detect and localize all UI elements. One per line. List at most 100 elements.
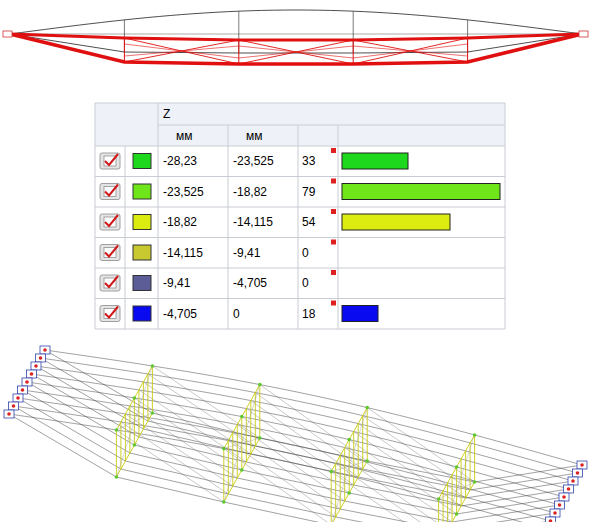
vertical-member	[358, 424, 359, 477]
count-bar	[342, 184, 500, 200]
checkbox	[100, 184, 120, 200]
vertical-member	[344, 448, 345, 501]
check-mark	[105, 276, 118, 287]
range-from: -9,41	[163, 276, 190, 290]
brace	[331, 408, 367, 522]
support-point	[562, 495, 566, 499]
count-value: 0	[302, 276, 309, 290]
support-symbol	[36, 354, 46, 362]
grid-line	[125, 146, 126, 329]
brace	[233, 433, 340, 509]
support-symbol	[579, 31, 588, 37]
side-elevation	[3, 10, 588, 64]
vertical-member	[443, 491, 444, 522]
checkbox	[100, 153, 120, 169]
vertical-member	[259, 385, 260, 438]
deformed-brace	[239, 46, 353, 58]
check-mark	[105, 246, 118, 257]
support-point	[39, 356, 43, 360]
brace	[363, 416, 470, 490]
deformed-brace	[239, 46, 353, 58]
brace	[237, 425, 344, 501]
checkbox	[100, 245, 120, 261]
grid-line	[298, 125, 299, 329]
top-chord	[27, 382, 564, 497]
bottom-chord	[10, 34, 582, 53]
deformed-brace	[239, 40, 353, 64]
vertical-member	[250, 401, 251, 454]
vertical-member	[138, 390, 139, 437]
node-dot	[133, 443, 137, 447]
marker-square	[331, 270, 336, 275]
deformed-brace	[124, 46, 238, 56]
vertical-member	[447, 483, 448, 522]
brace	[439, 435, 475, 522]
grid-line	[95, 146, 505, 147]
top-chord	[41, 358, 578, 473]
cross-member	[224, 385, 260, 449]
unit-header: мм	[176, 129, 193, 143]
support-symbol	[3, 31, 12, 37]
brace	[242, 417, 349, 493]
vertical-member	[331, 472, 332, 522]
deformed-vertical	[124, 38, 125, 62]
support-point	[16, 396, 20, 400]
color-swatch	[133, 154, 151, 169]
vertical-member	[129, 406, 130, 453]
vertical-member	[143, 382, 144, 429]
count-bar	[342, 214, 450, 230]
color-swatch	[133, 245, 151, 260]
deformed-top-chord	[10, 34, 582, 40]
marker-square	[331, 209, 336, 214]
deformed-brace	[124, 40, 238, 62]
brace	[116, 366, 152, 477]
brace	[143, 382, 250, 454]
support-symbol	[546, 517, 556, 522]
vertical-member	[116, 430, 117, 477]
support-point	[553, 511, 557, 515]
support-symbol	[18, 386, 28, 394]
cross-member	[439, 435, 475, 499]
deformed-vertical	[467, 38, 468, 62]
brace	[246, 409, 353, 485]
support-symbol	[22, 378, 32, 386]
range-to: 0	[233, 307, 240, 321]
support-symbol	[4, 410, 14, 418]
support-symbol	[27, 370, 37, 378]
support-point	[25, 380, 29, 384]
vertical-member	[237, 425, 238, 478]
color-swatch	[133, 276, 151, 291]
count-value: 33	[302, 154, 315, 168]
node-dot	[133, 396, 137, 400]
brace	[125, 414, 232, 486]
check-mark	[105, 307, 118, 318]
node-dot	[151, 411, 155, 415]
top-chord	[18, 398, 555, 513]
deformed-brace	[353, 38, 467, 64]
brace	[116, 413, 152, 430]
range-from: -23,525	[163, 185, 204, 199]
brace	[358, 424, 465, 498]
vertical-member	[246, 409, 247, 462]
bottom-chord	[36, 366, 573, 498]
color-swatch	[133, 184, 151, 199]
node-dot	[115, 428, 119, 432]
brace	[354, 432, 461, 506]
count-value: 79	[302, 185, 315, 199]
range-to: -4,705	[233, 276, 267, 290]
bottom-chord	[9, 414, 546, 522]
grid-line	[95, 176, 505, 177]
support-point	[580, 463, 584, 467]
count-bar	[342, 153, 408, 169]
grid-line	[228, 125, 229, 329]
deformed-brace	[353, 44, 467, 58]
range-to: -9,41	[233, 246, 260, 260]
checkbox	[100, 275, 120, 291]
node-dot	[222, 447, 226, 451]
bottom-chord	[32, 374, 569, 506]
brace	[134, 398, 241, 470]
marker-square	[331, 240, 336, 245]
brace	[345, 448, 452, 522]
support-symbol	[40, 346, 50, 354]
